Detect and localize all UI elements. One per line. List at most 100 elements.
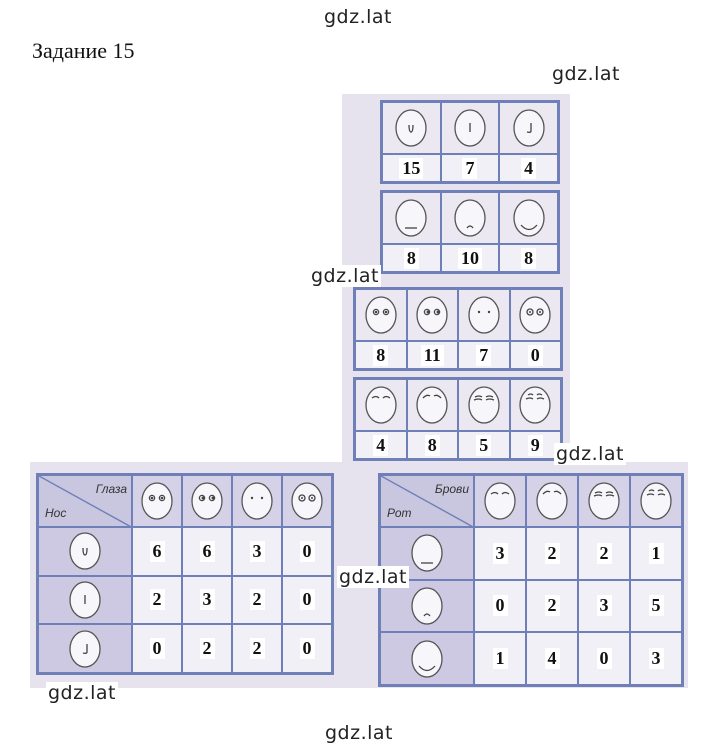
column-header: [526, 475, 578, 527]
face-cell: [499, 102, 558, 154]
count-value: 6: [199, 540, 215, 562]
column-header: [232, 475, 282, 527]
value-cell: 1: [630, 527, 682, 580]
count-value: 7: [462, 157, 478, 179]
count-value: 11: [420, 344, 444, 366]
face-cell: [355, 379, 407, 431]
value-cell: 3: [182, 575, 232, 625]
brows-1-face-icon: [364, 385, 398, 425]
value-cell: 4: [355, 431, 407, 459]
brows-3-face-icon: [467, 385, 501, 425]
column-header: [282, 475, 332, 527]
mouth-smile-face-icon: [512, 198, 546, 238]
watermark: gdz.lat: [322, 6, 395, 28]
column-header: [132, 475, 182, 527]
count-value: 2: [149, 589, 165, 611]
count-value: 0: [492, 595, 508, 617]
value-cell: 2: [526, 579, 578, 633]
brows-2-face-icon: [535, 481, 569, 521]
row-header: [38, 527, 132, 576]
nose-i-face-icon: [68, 580, 102, 620]
face-cell: [440, 192, 500, 244]
value-cell: 0: [474, 579, 526, 633]
row-label: Рот: [387, 506, 412, 520]
column-label: Глаза: [95, 482, 127, 496]
mouth-flat-face-icon: [394, 198, 428, 238]
value-cell: 6: [132, 527, 182, 576]
count-value: 2: [544, 542, 560, 564]
value-cell: 6: [182, 527, 232, 576]
value-cell: 15: [382, 154, 441, 182]
face-cell: [509, 289, 561, 341]
face-cell: [458, 289, 510, 341]
count-value: 8: [521, 247, 537, 269]
value-cell: 2: [578, 527, 630, 580]
value-cell: 0: [509, 341, 561, 369]
eyes-3-face-icon: [240, 481, 274, 521]
eyes-2-face-icon: [415, 295, 449, 335]
column-header: [182, 475, 232, 527]
face-cell: [440, 102, 500, 154]
count-value: 3: [596, 595, 612, 617]
nose-j-face-icon: [512, 108, 546, 148]
watermark: gdz.lat: [550, 63, 623, 85]
row-header: [380, 632, 474, 685]
count-value: 4: [373, 434, 389, 456]
count-value: 2: [249, 589, 265, 611]
count-value: 2: [596, 542, 612, 564]
count-value: 10: [457, 247, 482, 269]
nose-i-face-icon: [453, 108, 487, 148]
brows-4-face-icon: [639, 481, 673, 521]
value-cell: 0: [132, 624, 182, 673]
watermark: gdz.lat: [554, 443, 627, 465]
mouth-flat-face-icon: [410, 533, 444, 573]
face-cell: [509, 379, 561, 431]
count-value: 0: [299, 589, 315, 611]
count-value: 2: [249, 638, 265, 660]
value-cell: 0: [282, 575, 332, 625]
value-cell: 8: [355, 341, 407, 369]
value-cell: 2: [232, 624, 282, 673]
diagonal-line: [381, 476, 473, 526]
count-value: 8: [373, 344, 389, 366]
count-value: 8: [403, 247, 419, 269]
count-value: 0: [299, 540, 315, 562]
row-label: Нос: [45, 506, 67, 520]
eyes-1-face-icon: [364, 295, 398, 335]
value-cell: 0: [578, 632, 630, 685]
value-cell: 2: [182, 624, 232, 673]
count-value: 9: [527, 434, 543, 456]
value-cell: 5: [630, 579, 682, 633]
count-value: 6: [149, 540, 165, 562]
face-cell: [458, 379, 510, 431]
count-value: 1: [492, 648, 508, 670]
count-value: 5: [648, 595, 664, 617]
count-value: 0: [299, 638, 315, 660]
value-cell: 9: [509, 431, 561, 459]
value-cell: 0: [282, 624, 332, 673]
nose-u-face-icon: [68, 531, 102, 571]
value-cell: 0: [282, 527, 332, 576]
eyes-2-face-icon: [190, 481, 224, 521]
column-label: Брови: [434, 482, 469, 496]
count-value: 2: [544, 595, 560, 617]
count-value: 2: [199, 638, 215, 660]
value-cell: 2: [526, 527, 578, 580]
row-header: [380, 579, 474, 633]
count-value: 1: [648, 542, 664, 564]
value-cell: 11: [406, 341, 458, 369]
value-cell: 3: [232, 527, 282, 576]
face-cell: [382, 102, 441, 154]
value-cell: 8: [382, 244, 441, 272]
watermark: gdz.lat: [46, 682, 119, 704]
value-cell: 8: [499, 244, 558, 272]
diagonal-line: [39, 476, 131, 526]
count-value: 3: [648, 648, 664, 670]
value-cell: 3: [630, 632, 682, 685]
count-value: 7: [476, 344, 492, 366]
